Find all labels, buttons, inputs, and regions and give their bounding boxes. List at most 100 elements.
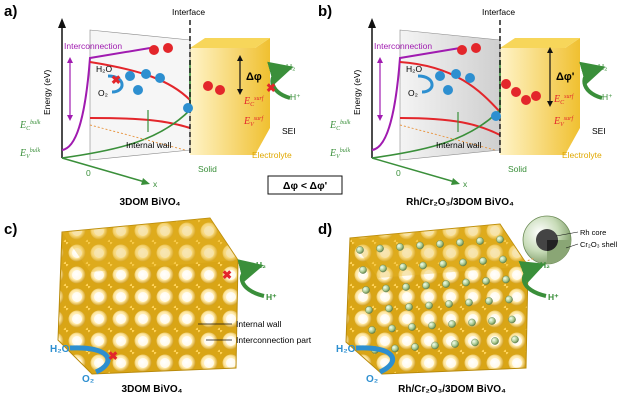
ev-surf-label: EVsurf bbox=[243, 115, 264, 128]
comparison-box: Δφ < Δφ' bbox=[267, 175, 343, 195]
o2-label: O₂ bbox=[98, 88, 108, 98]
cocatalyst-particle bbox=[459, 258, 467, 267]
electrons bbox=[149, 43, 225, 95]
h2o-label: H₂O bbox=[406, 64, 422, 74]
ec-surf-label: ECsurf bbox=[243, 95, 265, 108]
3dom-framework bbox=[57, 217, 239, 375]
interconnection-band bbox=[61, 47, 151, 151]
blocked-x-icon: ✖ bbox=[108, 349, 118, 363]
delta-phi-label: Δφ' bbox=[556, 71, 575, 83]
rh-core-label: Rh core bbox=[580, 228, 606, 237]
conduction-band bbox=[399, 61, 501, 113]
cocatalyst-particle bbox=[362, 286, 370, 294]
panel-d: d) Rh core Cr₂O₃ shell H₂ H⁺ H₂O O₂ Rh/C… bbox=[318, 215, 618, 395]
o2-label: O₂ bbox=[82, 374, 94, 385]
cocatalyst-particle bbox=[499, 255, 507, 264]
hole bbox=[451, 69, 461, 79]
cocatalyst-particle bbox=[422, 281, 430, 290]
electron bbox=[163, 43, 173, 53]
x-axis-label: x bbox=[153, 179, 158, 189]
h2o-label: H₂O bbox=[96, 64, 112, 74]
solid-boundary bbox=[61, 60, 191, 159]
cocatalyst-particle bbox=[462, 278, 470, 287]
panel-a-caption: 3DOM BiVO₄ bbox=[120, 197, 181, 208]
panel-b-label: b) bbox=[318, 3, 332, 20]
solid-label: Solid bbox=[198, 164, 217, 174]
cocatalyst-particle bbox=[491, 337, 499, 345]
cocatalyst-particle bbox=[465, 298, 473, 307]
hplus-label: H⁺ bbox=[266, 292, 277, 302]
electron bbox=[531, 91, 541, 101]
electrolyte-region bbox=[190, 38, 270, 155]
panel-d-label: d) bbox=[318, 221, 332, 238]
holes bbox=[435, 69, 501, 121]
h2o-label: H₂O bbox=[50, 344, 70, 355]
electron bbox=[521, 95, 531, 105]
interconnection-label: Interconnection bbox=[64, 41, 122, 51]
oxidation-arrow bbox=[107, 74, 124, 94]
origin-label: 0 bbox=[86, 168, 91, 178]
panel-b-caption: Rh/Cr₂O₃/3DOM BiVO₄ bbox=[406, 197, 514, 208]
conduction-band bbox=[89, 61, 191, 101]
interface-label: Interface bbox=[172, 7, 205, 17]
hole bbox=[465, 73, 475, 83]
cocatalyst-particle bbox=[399, 263, 407, 271]
holes bbox=[125, 69, 193, 113]
reduction-arrow bbox=[267, 61, 294, 100]
cocatalyst-particle bbox=[385, 304, 393, 313]
hplus-label: H⁺ bbox=[290, 92, 301, 102]
h2-label: H₂ bbox=[256, 260, 266, 270]
hplus-label: H⁺ bbox=[548, 292, 559, 302]
cocatalyst-particle bbox=[436, 240, 444, 248]
blocked-x-icon: ✖ bbox=[111, 73, 121, 87]
electrolyte-label: Electrolyte bbox=[252, 150, 292, 160]
internal-wall-label: Internal wall bbox=[436, 140, 481, 150]
comparison-label: Δφ < Δφ' bbox=[283, 180, 327, 192]
valence-band bbox=[89, 117, 191, 129]
cocatalyst-particle bbox=[425, 301, 433, 310]
x-axis bbox=[371, 157, 456, 183]
electron bbox=[215, 85, 225, 95]
panel-d-caption: Rh/Cr₂O₃/3DOM BiVO₄ bbox=[398, 384, 506, 395]
framework-top-face bbox=[62, 218, 238, 272]
ec-surf-label: ECsurf bbox=[553, 93, 575, 106]
energy-axis-label: Energy (eV) bbox=[352, 69, 362, 115]
reduction-arrow bbox=[237, 259, 265, 298]
cocatalyst-particle bbox=[428, 321, 436, 330]
cocatalyst-particle bbox=[405, 303, 413, 311]
cocatalyst-particle bbox=[419, 261, 427, 270]
electrons bbox=[457, 43, 541, 105]
panel-b: b) Energy (eV) x 0 Interconnection Inter… bbox=[318, 3, 613, 208]
valence-band bbox=[399, 117, 501, 136]
electron bbox=[471, 43, 481, 53]
electron bbox=[501, 79, 511, 89]
sei-label: SEI bbox=[592, 126, 606, 136]
cocatalyst-particle bbox=[416, 241, 424, 250]
cocatalyst-particle bbox=[382, 284, 390, 293]
ec-bulk-label: ECbulk bbox=[329, 120, 351, 132]
ev-bulk-label: EVbulk bbox=[329, 148, 350, 160]
cocatalyst-particle bbox=[471, 338, 479, 347]
cocatalyst-particle bbox=[508, 315, 516, 324]
cocatalyst-particle bbox=[439, 260, 447, 268]
cocatalyst-particle bbox=[376, 244, 384, 253]
cocatalyst-particle bbox=[445, 300, 453, 308]
cocatalyst-particle bbox=[402, 283, 410, 291]
cocatalyst-particle bbox=[391, 344, 399, 353]
cocatalyst-particle bbox=[505, 295, 513, 304]
cocatalyst-particle bbox=[359, 266, 367, 274]
interconnection-part-label: Interconnection part bbox=[236, 335, 312, 345]
delta-phi-label: Δφ bbox=[246, 71, 262, 83]
electrolyte-top bbox=[190, 38, 270, 48]
energy-axis-arrow bbox=[58, 18, 66, 28]
interconnection-band bbox=[371, 47, 461, 151]
oxidation-arrow bbox=[355, 345, 396, 375]
cocatalyst-particle bbox=[368, 326, 376, 334]
hplus-label: H⁺ bbox=[602, 92, 613, 102]
ev-bulk-label: EVbulk bbox=[19, 148, 40, 160]
energy-axis-label: Energy (eV) bbox=[42, 69, 52, 115]
hole bbox=[491, 111, 501, 121]
hole bbox=[141, 69, 151, 79]
solid-label: Solid bbox=[508, 164, 527, 174]
